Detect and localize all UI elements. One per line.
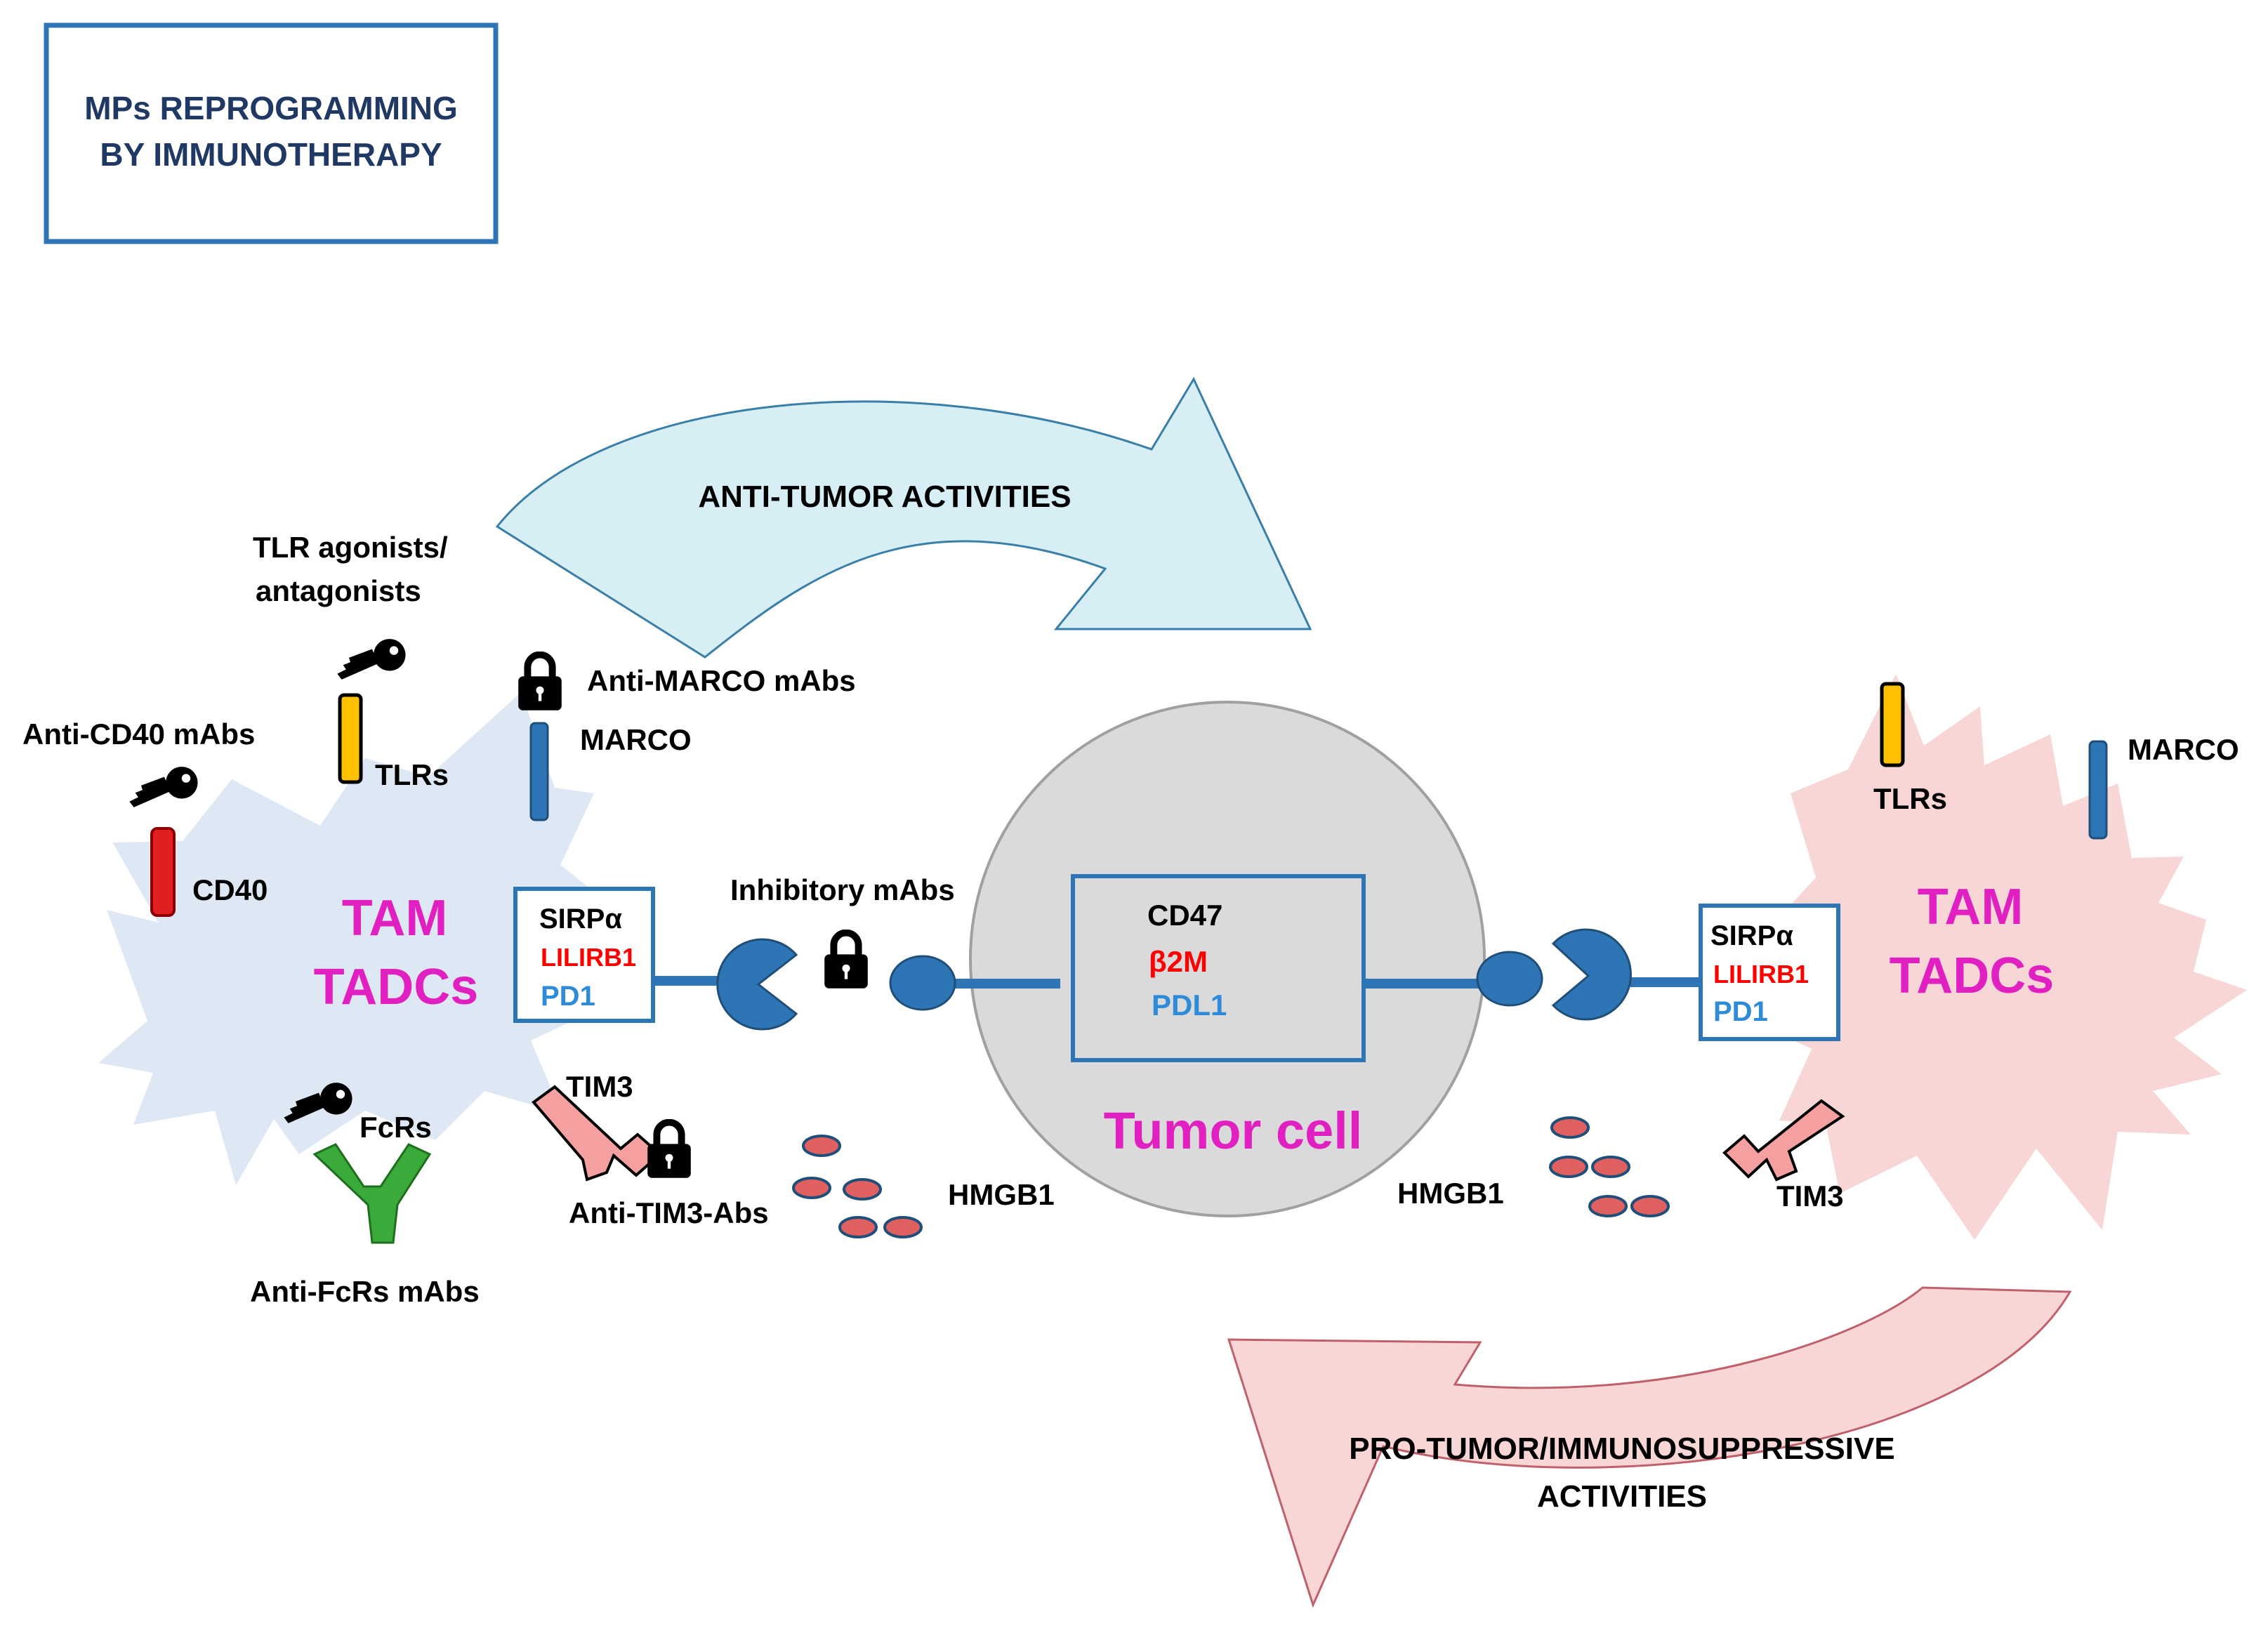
right-receptor-box (1699, 904, 1840, 1041)
pro-tumor-label-line1: PRO-TUMOR/IMMUNOSUPPRESSIVE (1349, 1432, 1894, 1466)
right-tim3-label: TIM3 (1776, 1179, 1844, 1212)
right-receptor-sirpa: SIRPα (1710, 920, 1793, 951)
title-box (44, 22, 499, 244)
left-marco-receptor (529, 722, 549, 821)
right-hmgb1-label: HMGB1 (1397, 1177, 1504, 1210)
right-tlrs-label: TLRs (1873, 782, 1947, 815)
left-tlr-receptor (338, 693, 363, 784)
left-bar-box-to-receptor (654, 976, 725, 986)
left-hmgb1-label: HMGB1 (948, 1178, 1055, 1211)
ligand-b2m: β2M (1149, 945, 1208, 978)
left-cell-name-line1: TAM (342, 890, 448, 946)
left-ligand-dot (889, 955, 956, 1011)
left-receptor-pd1: PD1 (541, 981, 595, 1012)
ligand-pdl1: PDL1 (1152, 989, 1227, 1022)
left-bar-ligand-to-box (955, 979, 1060, 989)
right-cell-burst (1755, 674, 2247, 1240)
right-ligand-dot (1476, 951, 1543, 1007)
right-hmgb1-particles (1549, 1116, 1670, 1217)
tumor-ligand-box (1071, 874, 1366, 1062)
anti-fcrs-label: Anti-FcRs mAbs (250, 1275, 480, 1308)
fcr-antibody (312, 1143, 432, 1244)
right-pacman-receptor (1551, 928, 1632, 1021)
anti-cd40-label: Anti-CD40 mAbs (22, 718, 255, 751)
right-receptor-lilirb1: LILIRB1 (1713, 960, 1809, 989)
cd40-label: CD40 (192, 873, 268, 906)
right-marco-label: MARCO (2128, 733, 2239, 766)
tlr-agonists-label-line1: TLR agonists/ (253, 531, 448, 564)
right-bar-box-to-ligand (1362, 979, 1489, 989)
left-cell-burst (98, 692, 594, 1185)
right-bar-receptor-to-box (1630, 977, 1702, 987)
left-pacman-receptor (716, 938, 798, 1031)
title-line1: MPs REPROGRAMMING (84, 90, 458, 126)
cd40-receptor (150, 827, 176, 917)
ligand-cd47: CD47 (1147, 899, 1222, 932)
left-receptor-sirpa: SIRPα (539, 904, 622, 934)
anti-tumor-arrow (495, 376, 1312, 659)
fcrs-label: FcRs (360, 1111, 432, 1144)
tumor-cell-label: Tumor cell (1104, 1102, 1363, 1160)
right-cell-name-line2: TADCs (1890, 948, 2055, 1004)
anti-marco-label: Anti-MARCO mAbs (587, 664, 856, 697)
left-tlrs-label: TLRs (375, 758, 449, 791)
pro-tumor-label-line2: ACTIVITIES (1537, 1479, 1707, 1514)
key-icon (129, 767, 198, 807)
left-tim3-receptor (532, 1085, 663, 1182)
left-cell-name-line2: TADCs (314, 959, 479, 1015)
left-hmgb1-particles (792, 1135, 923, 1238)
right-tlr-receptor (1880, 682, 1905, 767)
key-icon (337, 639, 406, 680)
right-tim3-receptor (1722, 1099, 1845, 1182)
anti-tumor-label: ANTI-TUMOR ACTIVITIES (698, 480, 1071, 514)
anti-tim3-label: Anti-TIM3-Abs (569, 1196, 769, 1229)
right-marco-receptor (2088, 740, 2108, 840)
title-line2: BY IMMUNOTHERAPY (100, 136, 442, 173)
left-receptor-box (513, 887, 655, 1023)
left-marco-label: MARCO (580, 723, 692, 756)
lock-icon (824, 933, 868, 989)
right-cell-name-line1: TAM (1918, 879, 2024, 935)
pro-tumor-arrow (1227, 1286, 2072, 1608)
lock-icon (647, 1123, 691, 1178)
right-receptor-pd1: PD1 (1713, 996, 1768, 1027)
tlr-agonists-label-line2: antagonists (256, 574, 421, 607)
left-receptor-lilirb1: LILIRB1 (541, 943, 636, 972)
left-tim3-label: TIM3 (566, 1070, 633, 1103)
lock-icon (518, 655, 562, 710)
inhibitory-mabs-label: Inhibitory mAbs (730, 873, 955, 906)
